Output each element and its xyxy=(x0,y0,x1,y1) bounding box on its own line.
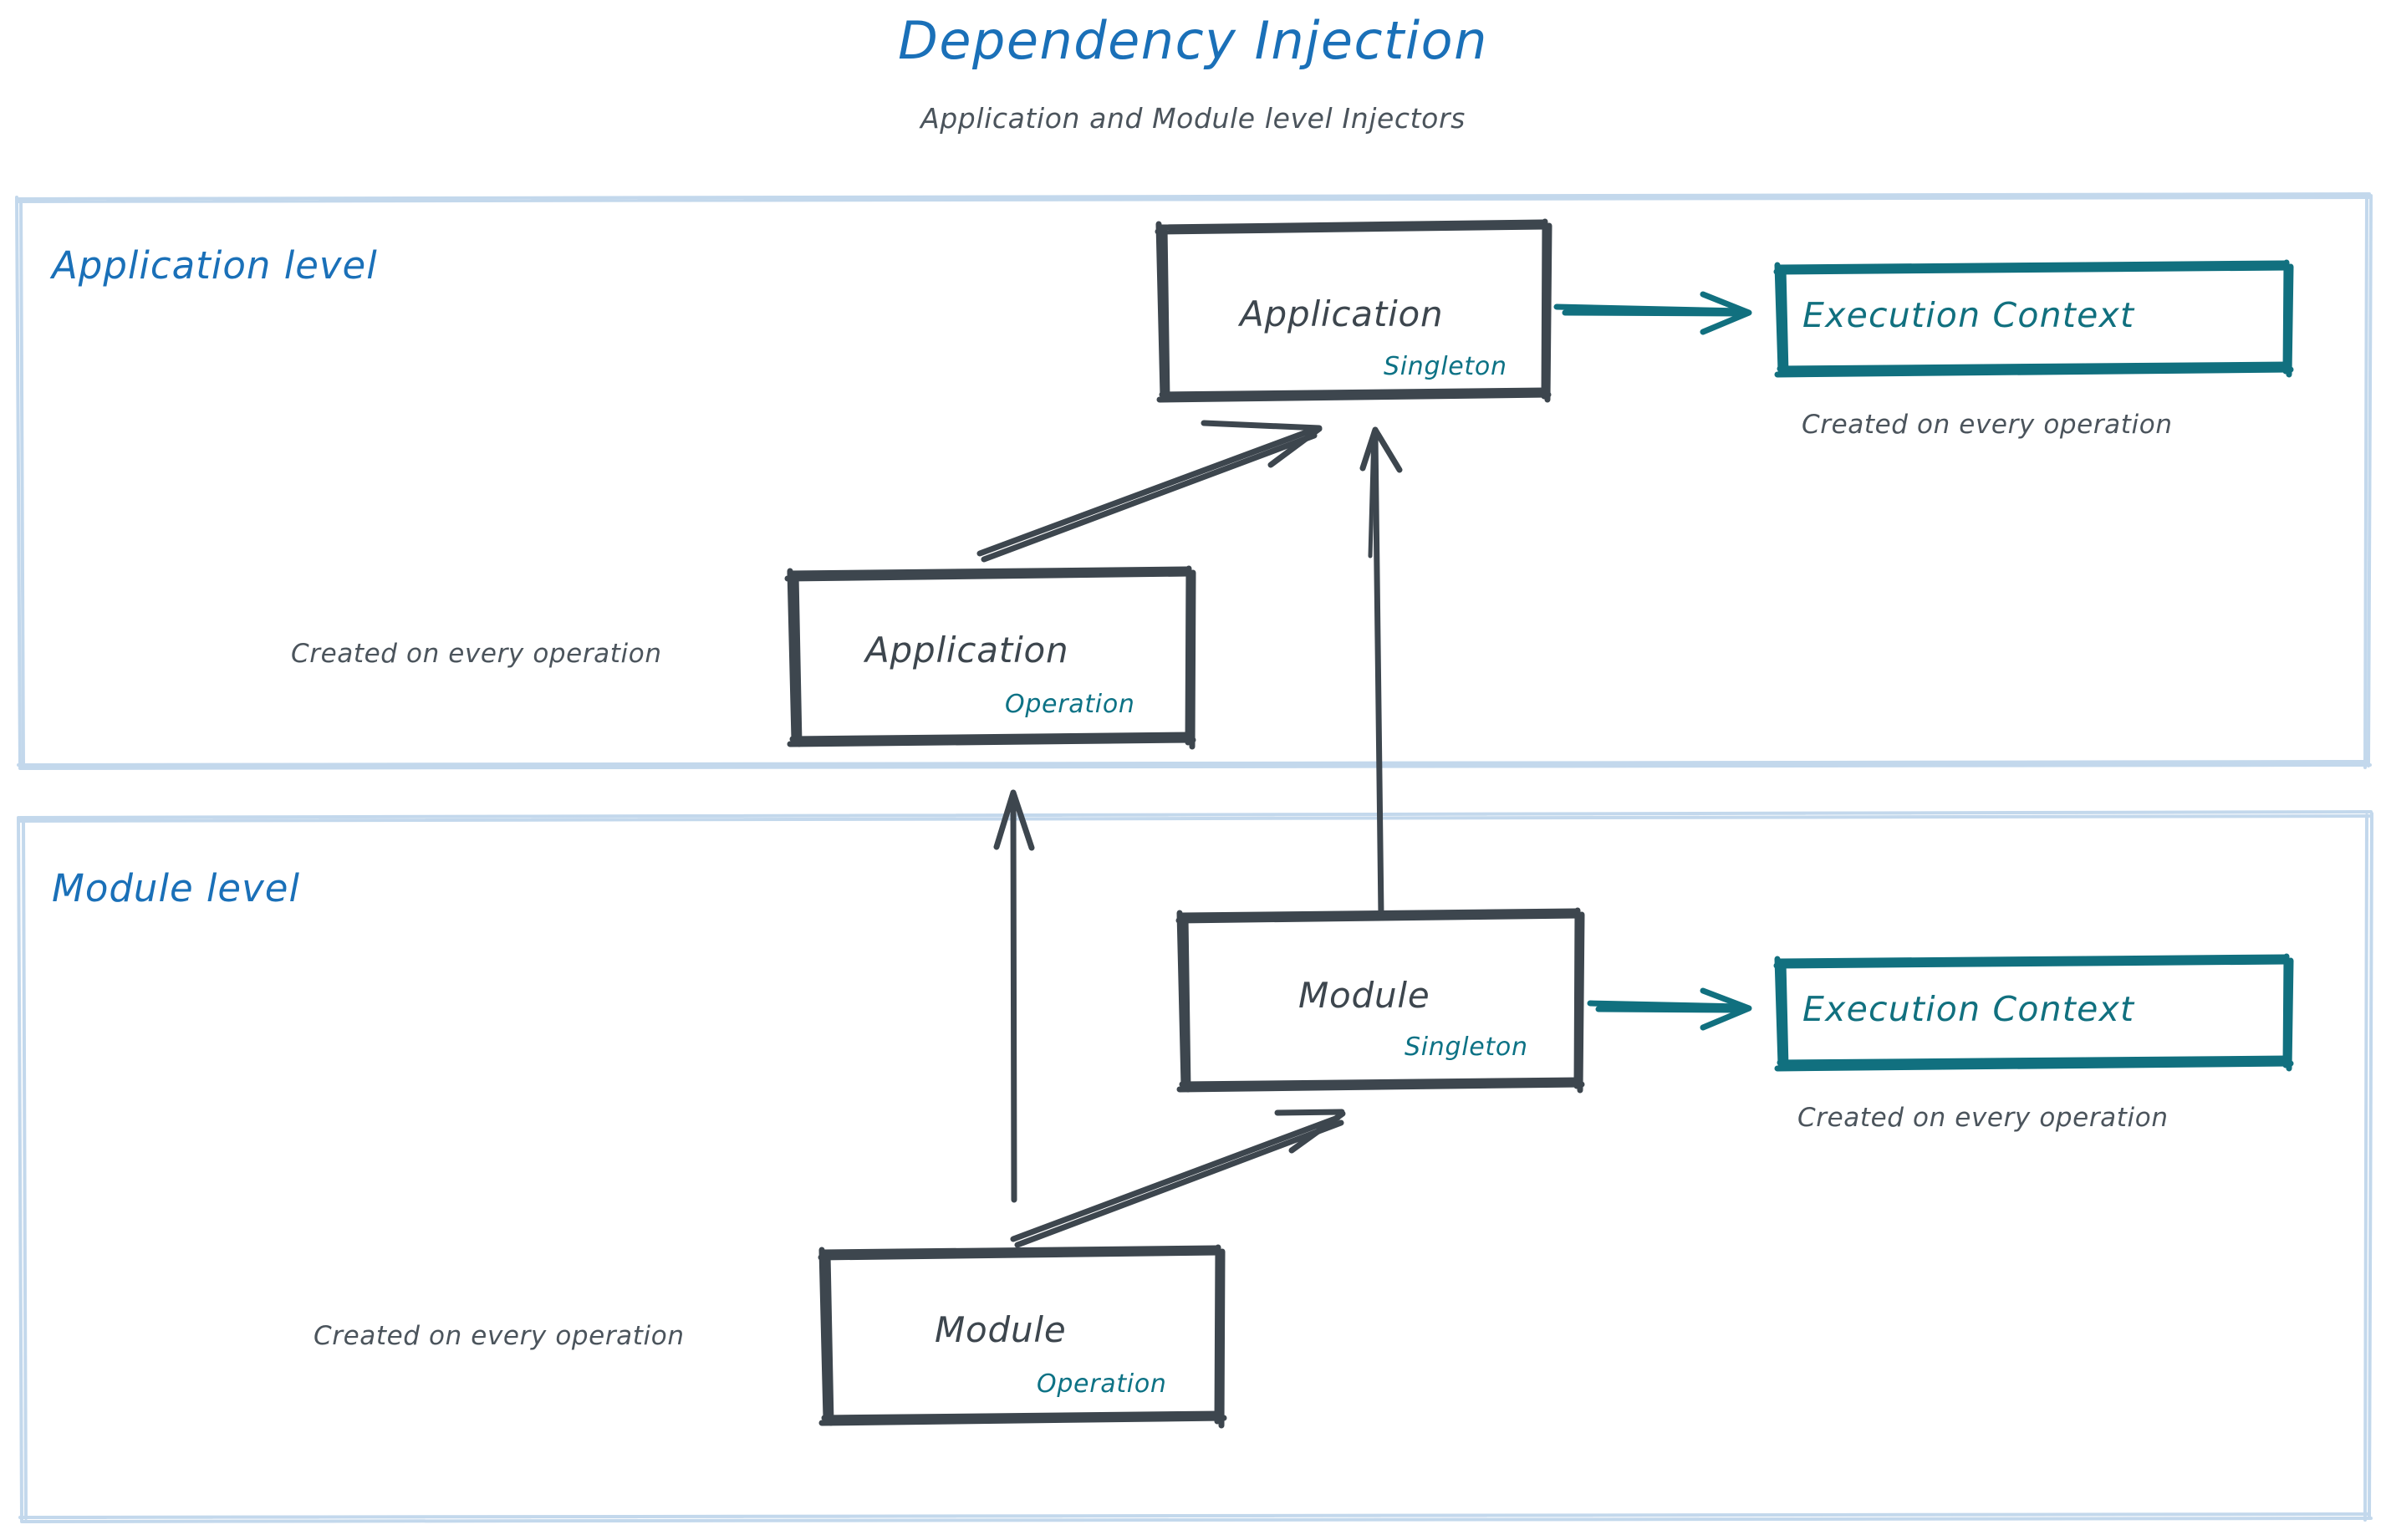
caption-app-execution-context: Created on every operation xyxy=(1802,410,2173,440)
level-label-application-level: Application level xyxy=(52,243,378,288)
caption-module-execution-context: Created on every operation xyxy=(1797,1103,2169,1133)
page-title: Dependency Injection xyxy=(898,10,1488,71)
edge-module-op-to-module-singleton xyxy=(1010,1109,1346,1248)
node-scope-app-singleton: Singleton xyxy=(1384,352,1507,381)
node-scope-app-operation: Operation xyxy=(1005,690,1135,719)
node-title-app-execution-context: Execution Context xyxy=(1802,295,2135,335)
edge-module-singleton-to-ec xyxy=(1587,987,1752,1031)
node-title-module-execution-context: Execution Context xyxy=(1802,989,2135,1029)
level-label-module-level: Module level xyxy=(52,866,300,910)
node-title-app-singleton: Application xyxy=(1240,293,1444,334)
node-scope-module-singleton: Singleton xyxy=(1405,1033,1528,1062)
node-scope-module-operation: Operation xyxy=(1037,1369,1167,1399)
node-title-module-operation: Module xyxy=(935,1309,1067,1350)
page-subtitle: Application and Module level Injectors xyxy=(920,102,1466,135)
edge-module-singleton-to-app-singleton xyxy=(1359,426,1403,919)
caption-module-operation: Created on every operation xyxy=(314,1321,685,1351)
node-title-module-singleton: Module xyxy=(1298,975,1430,1016)
node-title-app-operation: Application xyxy=(865,630,1069,671)
caption-app-operation: Created on every operation xyxy=(291,639,662,669)
edge-app-singleton-to-ec xyxy=(1553,291,1752,335)
module-level-container xyxy=(17,810,2373,1523)
edge-module-op-to-app-op xyxy=(993,789,1035,1203)
